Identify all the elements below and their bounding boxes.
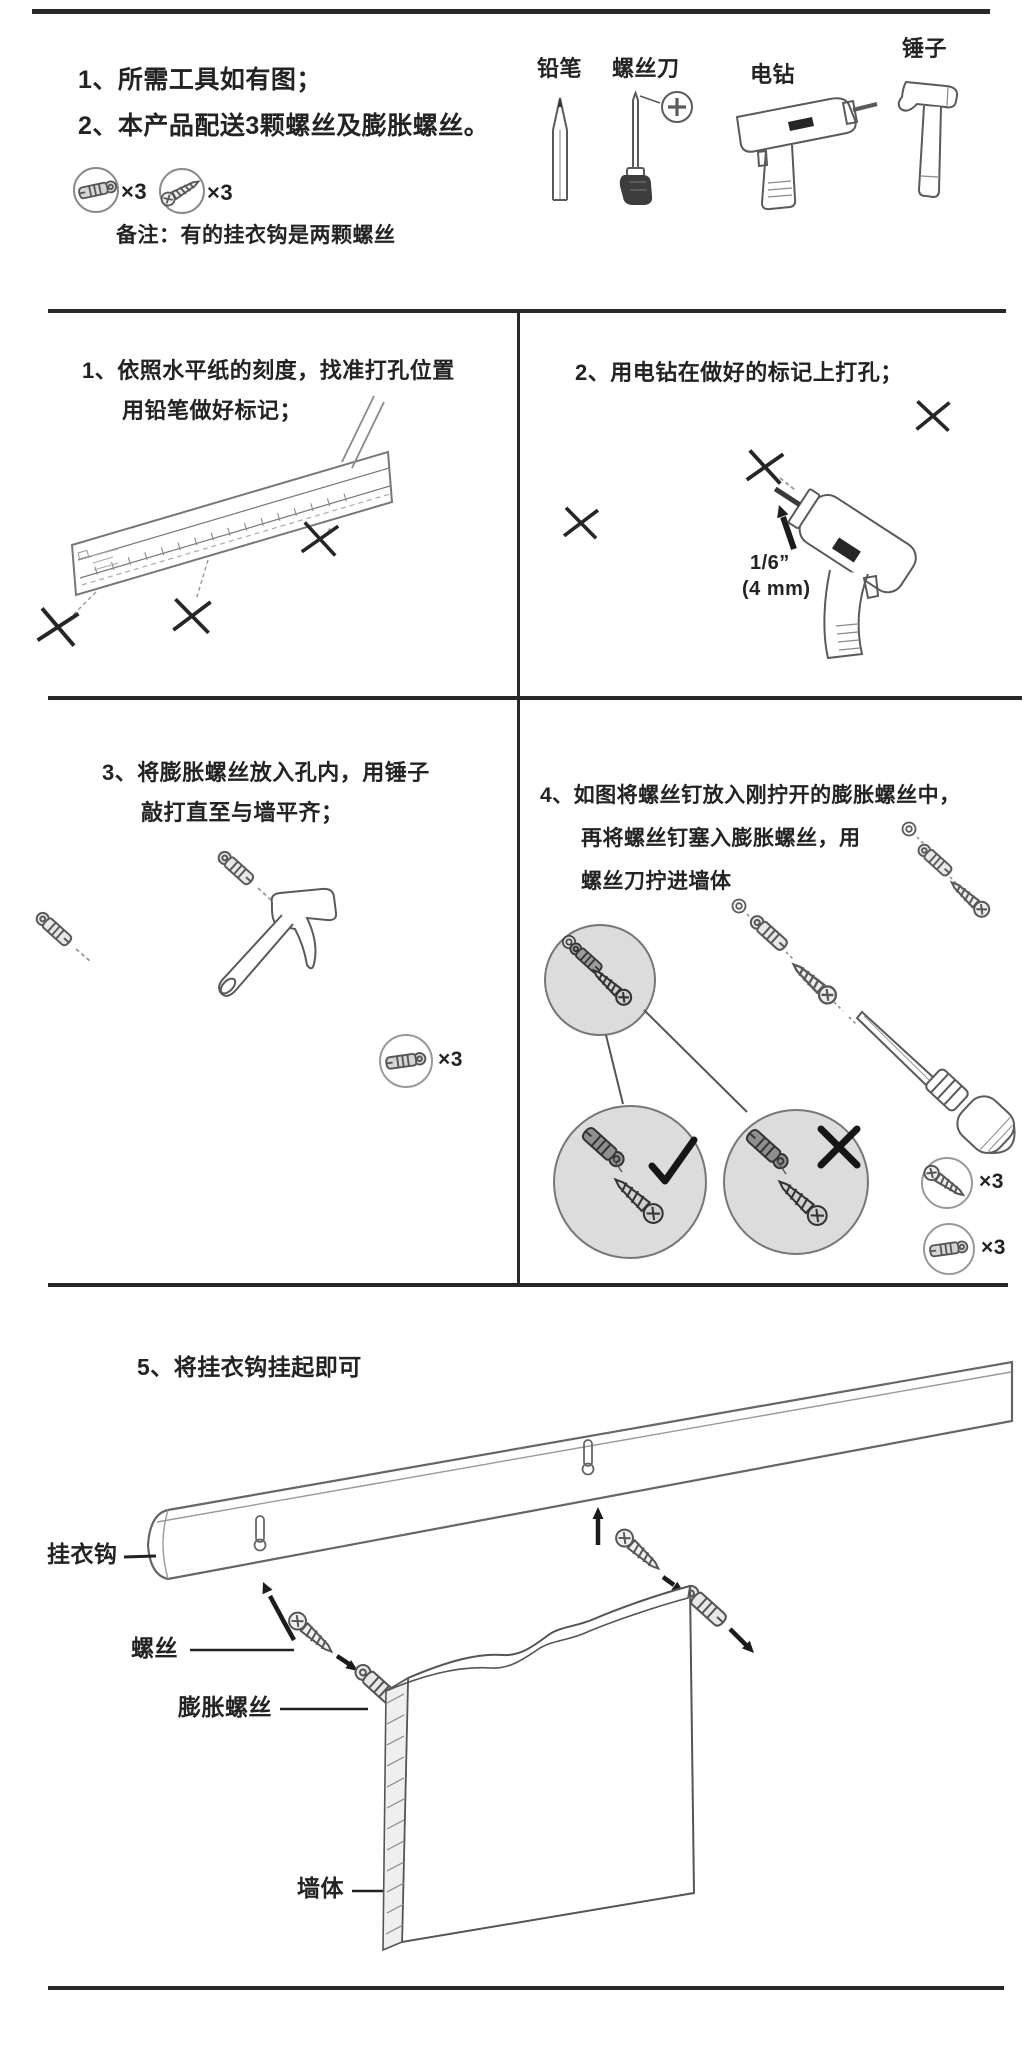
screw-assembly-illustration bbox=[544, 821, 1016, 1275]
screw-icon bbox=[158, 174, 203, 209]
step4-title-line2: 再将螺丝钉塞入膨胀螺丝，用 bbox=[581, 827, 861, 850]
step3-title-line2: 敲打直至与墙平齐； bbox=[141, 800, 344, 825]
keyhole-slot bbox=[581, 1439, 595, 1476]
screw-qty-label: ×3 bbox=[207, 180, 234, 205]
step4-title-line1: 4、如图将螺丝钉放入刚拧开的膨胀螺丝中， bbox=[540, 784, 961, 807]
anchor-icon bbox=[215, 848, 256, 887]
step2-title: 2、用电钻在做好的标记上打孔； bbox=[575, 360, 903, 385]
keyhole-slot bbox=[253, 1515, 267, 1552]
step4-title-line3: 螺丝刀拧进墙体 bbox=[581, 870, 732, 893]
step1-title-line1: 1、依照水平纸的刻度，找准打孔位置 bbox=[82, 358, 455, 383]
step4-screw-qty-label: ×3 bbox=[979, 1170, 1004, 1193]
step5-title: 5、将挂衣钩挂起即可 bbox=[137, 1354, 362, 1380]
anchor-icon bbox=[77, 179, 119, 200]
drill-size-inch: 1/6” bbox=[750, 552, 790, 574]
cross-icon bbox=[817, 1125, 861, 1169]
step1-title-line2: 用铅笔做好标记； bbox=[122, 398, 303, 423]
step3-title-line1: 3、将膨胀螺丝放入孔内，用锤子 bbox=[102, 760, 430, 785]
anchor-icon bbox=[915, 841, 955, 879]
section-divider-3 bbox=[48, 1283, 1008, 1287]
washer-icon bbox=[731, 898, 747, 914]
screw-icon bbox=[945, 875, 994, 921]
hammering-illustration bbox=[33, 848, 433, 1088]
section-divider-1 bbox=[48, 309, 1006, 313]
hammer-icon-angled bbox=[218, 887, 338, 997]
tool-label-screwdriver: 螺丝刀 bbox=[612, 56, 680, 81]
pencil-mark-x-icon bbox=[33, 604, 83, 650]
level-paper-illustration bbox=[33, 395, 394, 650]
screw-icon bbox=[786, 957, 841, 1009]
section-divider-2 bbox=[48, 696, 1022, 700]
phillips-head-icon bbox=[661, 91, 693, 123]
column-divider bbox=[517, 311, 520, 1284]
screw-qty-badge bbox=[920, 1157, 973, 1209]
tool-label-hammer: 锤子 bbox=[902, 36, 948, 61]
drill-size-mm: (4 mm) bbox=[742, 578, 811, 600]
screwdriver-icon bbox=[619, 90, 693, 205]
bottom-border-rule bbox=[48, 1986, 1004, 1990]
part-label-wall: 墙体 bbox=[297, 1875, 344, 1901]
anchor-qty-badge bbox=[923, 1223, 975, 1275]
mounting-illustration bbox=[123, 1360, 1014, 1952]
intro-qty-icons bbox=[73, 167, 205, 214]
anchor-icon bbox=[747, 912, 790, 953]
up-arrow bbox=[777, 505, 797, 550]
intro-line-2: 2、本产品配送3颗螺丝及膨胀螺丝。 bbox=[78, 112, 490, 140]
intro-note: 备注：有的挂衣钩是两颗螺丝 bbox=[116, 224, 396, 247]
screwdriver-icon-angled bbox=[855, 1010, 1016, 1154]
pencil-mark-x-icon bbox=[912, 397, 954, 435]
anchor-qty-badge bbox=[379, 1034, 433, 1088]
part-label-hook: 挂衣钩 bbox=[47, 1541, 118, 1567]
tool-label-pencil: 铅笔 bbox=[537, 56, 583, 81]
pencil-mark-x-icon bbox=[297, 518, 343, 560]
pencil-mark-x-icon bbox=[742, 446, 788, 488]
drill-icon bbox=[735, 97, 878, 211]
pencil-mark-x-icon bbox=[169, 595, 215, 637]
anchor-icon bbox=[384, 1051, 428, 1071]
check-icon bbox=[648, 1136, 698, 1185]
drill-icon-angled bbox=[773, 486, 917, 660]
detail-circle-correct bbox=[553, 1105, 707, 1259]
pencil-mark-x-icon bbox=[560, 503, 602, 543]
part-label-screw: 螺丝 bbox=[131, 1635, 178, 1661]
anchor-qty-label: ×3 bbox=[121, 179, 148, 204]
detail-circle-top bbox=[544, 924, 656, 1036]
anchor-icon bbox=[928, 1239, 969, 1258]
detail-circle-wrong bbox=[723, 1109, 869, 1255]
screw-icon bbox=[920, 1161, 969, 1202]
screw-icon bbox=[611, 1525, 665, 1576]
drilling-illustration bbox=[560, 397, 954, 660]
washer-icon bbox=[901, 821, 917, 837]
pencil-icon bbox=[552, 97, 568, 201]
intro-line-1: 1、所需工具如有图； bbox=[78, 66, 322, 94]
anchor-icon bbox=[33, 909, 74, 948]
step3-anchor-qty-label: ×3 bbox=[438, 1048, 463, 1071]
step4-anchor-qty-label: ×3 bbox=[981, 1236, 1006, 1259]
top-border-rule bbox=[32, 9, 990, 14]
hammer-icon bbox=[897, 80, 959, 199]
part-label-anchor: 膨胀螺丝 bbox=[178, 1694, 272, 1720]
wall-illustration bbox=[382, 1584, 696, 1952]
tool-label-drill: 电钻 bbox=[750, 62, 796, 87]
